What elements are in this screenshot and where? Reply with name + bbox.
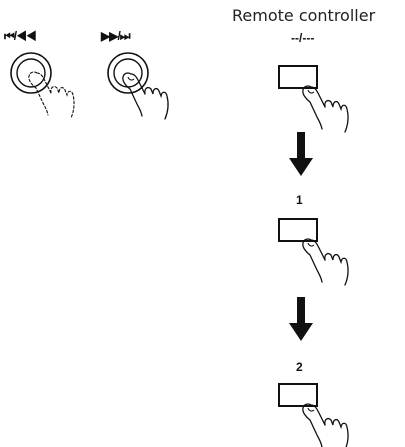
rect-button-icon	[278, 65, 318, 89]
hand-pointer-icon	[302, 403, 349, 447]
round-button-icon	[10, 52, 52, 94]
number-2-label: 2	[296, 360, 303, 374]
dash-button-label: --/---	[291, 31, 315, 45]
seek-back-label: ⏮/◀◀	[4, 29, 37, 43]
number-1-label: 1	[296, 193, 303, 207]
rect-button-icon	[278, 218, 318, 242]
seek-forward-label: ▶▶/⏭	[101, 29, 131, 43]
hand-pointer-icon	[302, 238, 349, 286]
hand-pointer-icon	[302, 85, 349, 133]
rect-button-icon	[278, 383, 318, 407]
down-arrow-icon	[289, 132, 313, 176]
page-title: Remote controller	[232, 6, 376, 25]
down-arrow-icon	[289, 297, 313, 341]
